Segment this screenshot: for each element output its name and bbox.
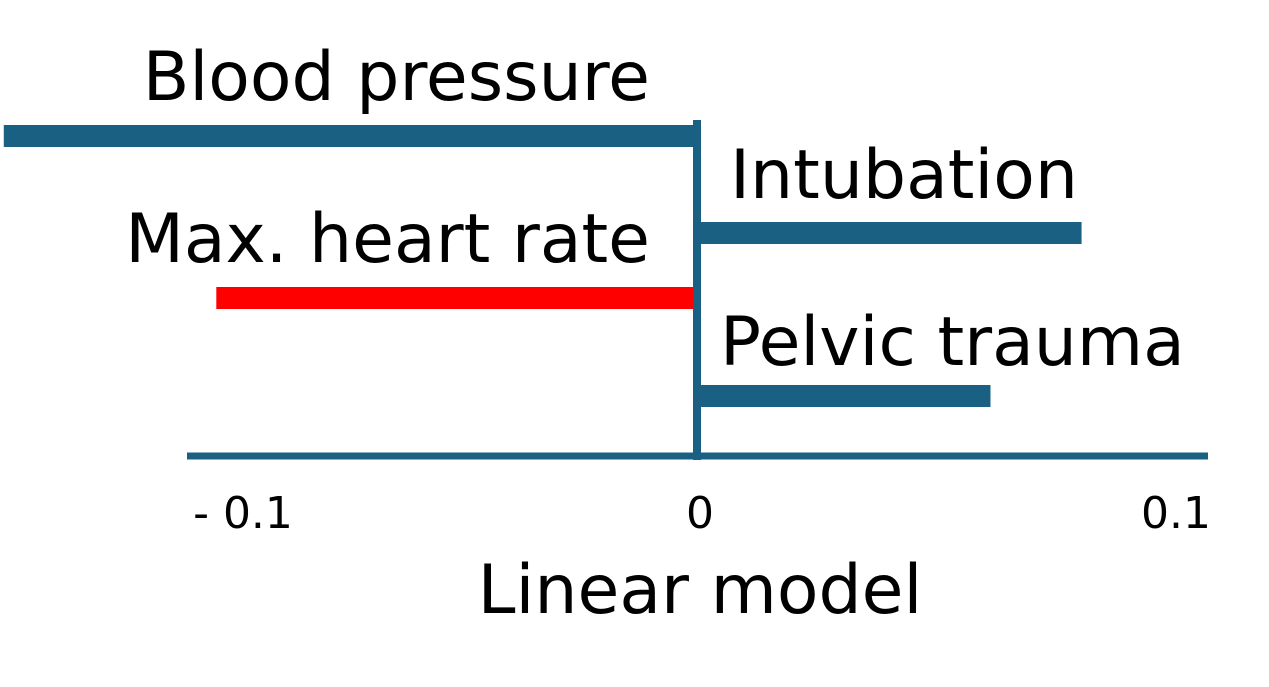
- x-tick-labels-group: - 0.1 0 0.1: [193, 488, 1211, 539]
- bar-max-heart-rate: [216, 287, 698, 309]
- bars-group: [3, 125, 1082, 407]
- x-tick-label: - 0.1: [193, 488, 293, 539]
- bar-blood-pressure: [3, 125, 697, 147]
- x-tick-label: 0: [686, 488, 714, 539]
- x-axis-label: Linear model: [478, 551, 923, 630]
- bar-intubation: [697, 222, 1082, 244]
- bar-pelvic-trauma: [697, 385, 991, 407]
- x-tick-label: 0.1: [1141, 488, 1211, 539]
- bar-label: Blood pressure: [143, 38, 650, 117]
- bar-label: Max. heart rate: [125, 200, 650, 279]
- bar-label: Pelvic trauma: [720, 303, 1185, 382]
- bar-label: Intubation: [730, 136, 1078, 215]
